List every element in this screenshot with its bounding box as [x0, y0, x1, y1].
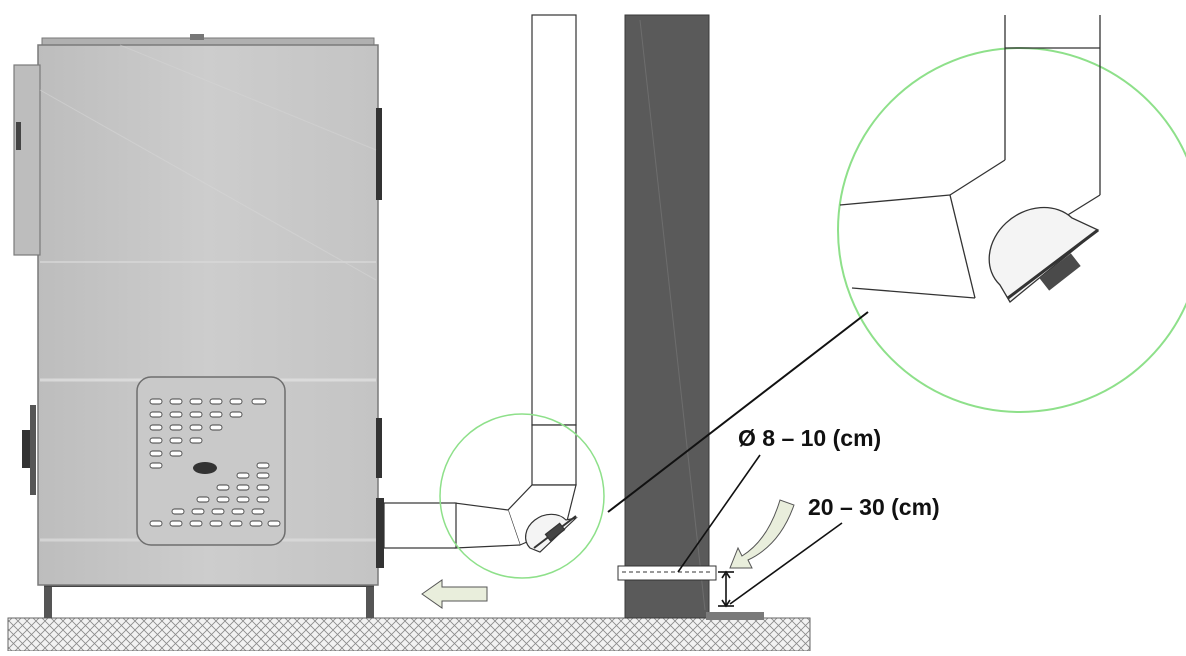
- detail-circle-zoomed: [837, 15, 1186, 413]
- vent-grille: [136, 376, 286, 546]
- detail-circle-small: [439, 413, 605, 579]
- chimney-wall: [617, 14, 764, 620]
- inlet-height-label: 20 – 30 (cm): [808, 494, 940, 520]
- leader-lines: [677, 454, 843, 608]
- floor: [7, 617, 811, 652]
- flue-pipe: [383, 14, 578, 553]
- flow-arrow-curved: [729, 499, 795, 569]
- flow-arrow-left: [421, 579, 488, 609]
- pipe-diameter-label: Ø 8 – 10 (cm): [738, 425, 882, 451]
- zoom-connector: [607, 311, 869, 513]
- boiler: [13, 34, 384, 618]
